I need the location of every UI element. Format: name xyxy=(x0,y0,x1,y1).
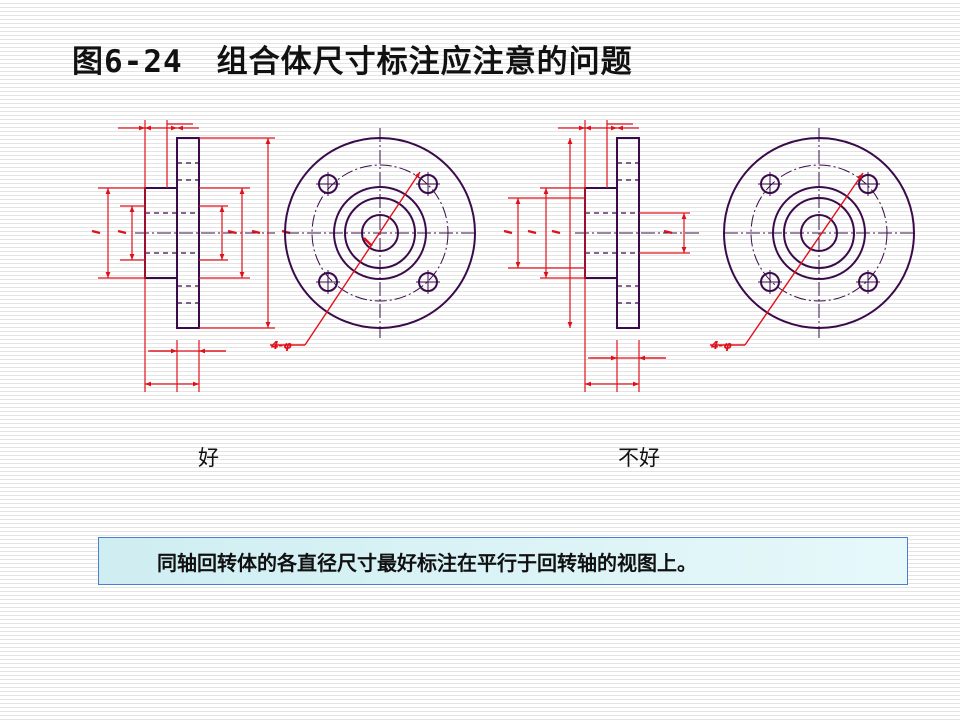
note-text: 同轴回转体的各直径尺寸最好标注在平行于回转轴的视图上。 xyxy=(157,550,697,575)
hole-count-label: 4-φ xyxy=(710,339,732,352)
title-text: 组合体尺寸标注应注意的问题 xyxy=(216,44,633,80)
good-dimensions xyxy=(91,120,291,392)
flange-outline xyxy=(176,137,200,329)
bad-front-view xyxy=(723,128,915,338)
good-hole-leader xyxy=(270,171,421,346)
bad-side-view xyxy=(575,137,700,329)
flange-outline xyxy=(616,137,640,329)
bad-dimensions xyxy=(503,120,690,392)
figure-number: 图6-24 xyxy=(72,44,183,80)
bad-example: 4-φ xyxy=(503,120,915,392)
note-box: 同轴回转体的各直径尺寸最好标注在平行于回转轴的视图上。 xyxy=(98,537,908,585)
bad-hole-leader xyxy=(710,172,864,346)
page-title: 图6-24 组合体尺寸标注应注意的问题 xyxy=(72,36,633,81)
good-example: 4-φ xyxy=(91,120,476,392)
hole-count-label: 4-φ xyxy=(270,339,292,352)
bad-label: 不好 xyxy=(618,446,660,470)
good-front-view xyxy=(284,128,476,338)
good-label: 好 xyxy=(198,446,219,470)
good-side-view xyxy=(135,137,275,329)
